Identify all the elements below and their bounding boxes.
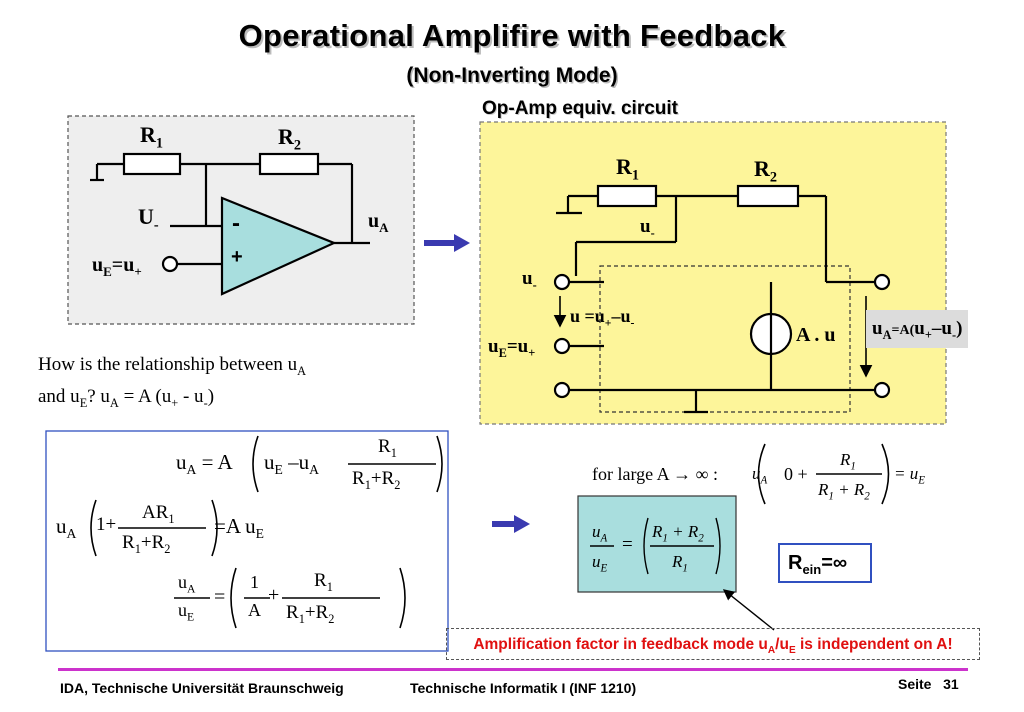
left-u-minus-label: U- [138, 204, 159, 234]
eq1-denominator: R1+R2 [352, 468, 401, 492]
eq3-numerator: uA [178, 572, 196, 596]
result-equals: = [622, 534, 633, 555]
equiv-terminal-ground [553, 381, 571, 399]
slide-subtitle: (Non-Inverting Mode) [406, 64, 618, 87]
left-r2-resistor [258, 152, 320, 176]
eq1-bracket-content: uE –uA [264, 450, 319, 478]
eq3-f2-den: R1+R2 [286, 602, 335, 626]
opamp-minus-sign: - [232, 210, 240, 237]
opamp-plus-sign: + [231, 246, 243, 268]
voltage-source-label: A . u [796, 324, 836, 346]
large-a-rhs: = uE [894, 464, 925, 487]
footer-course: Technische Informatik I (INF 1210) [410, 680, 637, 696]
opamp-triangle [220, 196, 337, 296]
eq2-lhs: uA [56, 514, 77, 542]
left-ua-label: uA [368, 210, 389, 235]
result-den: uE [592, 552, 608, 575]
equation-brackets [90, 435, 890, 629]
large-a-zero: 0 + [784, 464, 808, 484]
eq3-f2-num: R1 [314, 570, 333, 594]
amplification-note: Amplification factor in feedback mode uA… [446, 628, 980, 660]
equiv-ue-label: uE=u+ [488, 336, 536, 360]
large-a-den: R1 + R2 [818, 480, 870, 503]
equiv-u-minus-top: u- [640, 216, 655, 240]
eq2-rhs: =A uE [214, 514, 264, 542]
slide-title: Operational Amplifire with Feedback [238, 18, 786, 53]
eq3-equals: = [214, 586, 226, 608]
equiv-r2-resistor [736, 184, 800, 208]
result-arrow-icon [492, 515, 530, 533]
equiv-circuit-wires [556, 194, 876, 414]
pointer-arrow [722, 589, 775, 631]
equiv-circuit-box [479, 121, 947, 425]
eq2-one-plus: 1+ [96, 514, 117, 535]
equiv-u-minus-left: u- [522, 268, 537, 292]
left-ue-label: uE=u+ [92, 254, 142, 279]
large-a-num: R1 [840, 450, 856, 473]
equiv-terminal-out [873, 273, 891, 291]
eq3-denominator: uE [178, 600, 195, 624]
right-arrow-icon [424, 234, 470, 252]
equiv-u-diff-label: u =u+–u- [570, 306, 635, 330]
result-num: uA [592, 522, 608, 545]
equations-box [45, 430, 449, 652]
ua-formula-label: uA=A(u+–u-) [866, 310, 969, 348]
opamp-equiv-region [599, 265, 851, 413]
result-box [577, 495, 737, 593]
result-frac-num: R1 + R2 [652, 522, 704, 545]
relationship-question: How is the relationship between uA and u… [38, 354, 307, 410]
left-input-terminal [161, 255, 179, 273]
equiv-terminal-minus [553, 273, 571, 291]
eq3-f1-num: 1 [250, 572, 259, 592]
equiv-r1-resistor [596, 184, 658, 208]
equiv-r2-label: R2 [754, 156, 778, 186]
footer-page: Seite 31 [898, 676, 959, 692]
large-a-u: uA [752, 464, 768, 487]
equiv-terminal-plus [553, 337, 571, 355]
left-r2-label: R2 [278, 124, 302, 154]
input-resistance-box: Rein=∞ [778, 543, 872, 583]
large-a-text: for large A → ∞ : [592, 464, 718, 484]
result-frac-den: R1 [672, 552, 688, 575]
left-circuit-wires [90, 162, 370, 266]
left-r1-label: R1 [140, 122, 164, 152]
footer-divider [58, 668, 968, 671]
equiv-terminal-out-gnd [873, 381, 891, 399]
left-r1-resistor [122, 152, 182, 176]
eq3-plus: + [268, 584, 280, 606]
equiv-r1-label: R1 [616, 154, 640, 184]
footer-institution: IDA, Technische Universität Braunschweig [60, 680, 344, 696]
eq3-f1-den: A [248, 600, 261, 620]
eq2-numerator: AR1 [142, 502, 175, 526]
voltage-source-icon [749, 312, 793, 356]
eq1-numerator: R1 [378, 436, 397, 460]
eq2-denominator: R1+R2 [122, 532, 171, 556]
eq1-lhs: uA = A [176, 450, 233, 478]
equiv-circuit-caption: Op-Amp equiv. circuit [482, 98, 679, 119]
